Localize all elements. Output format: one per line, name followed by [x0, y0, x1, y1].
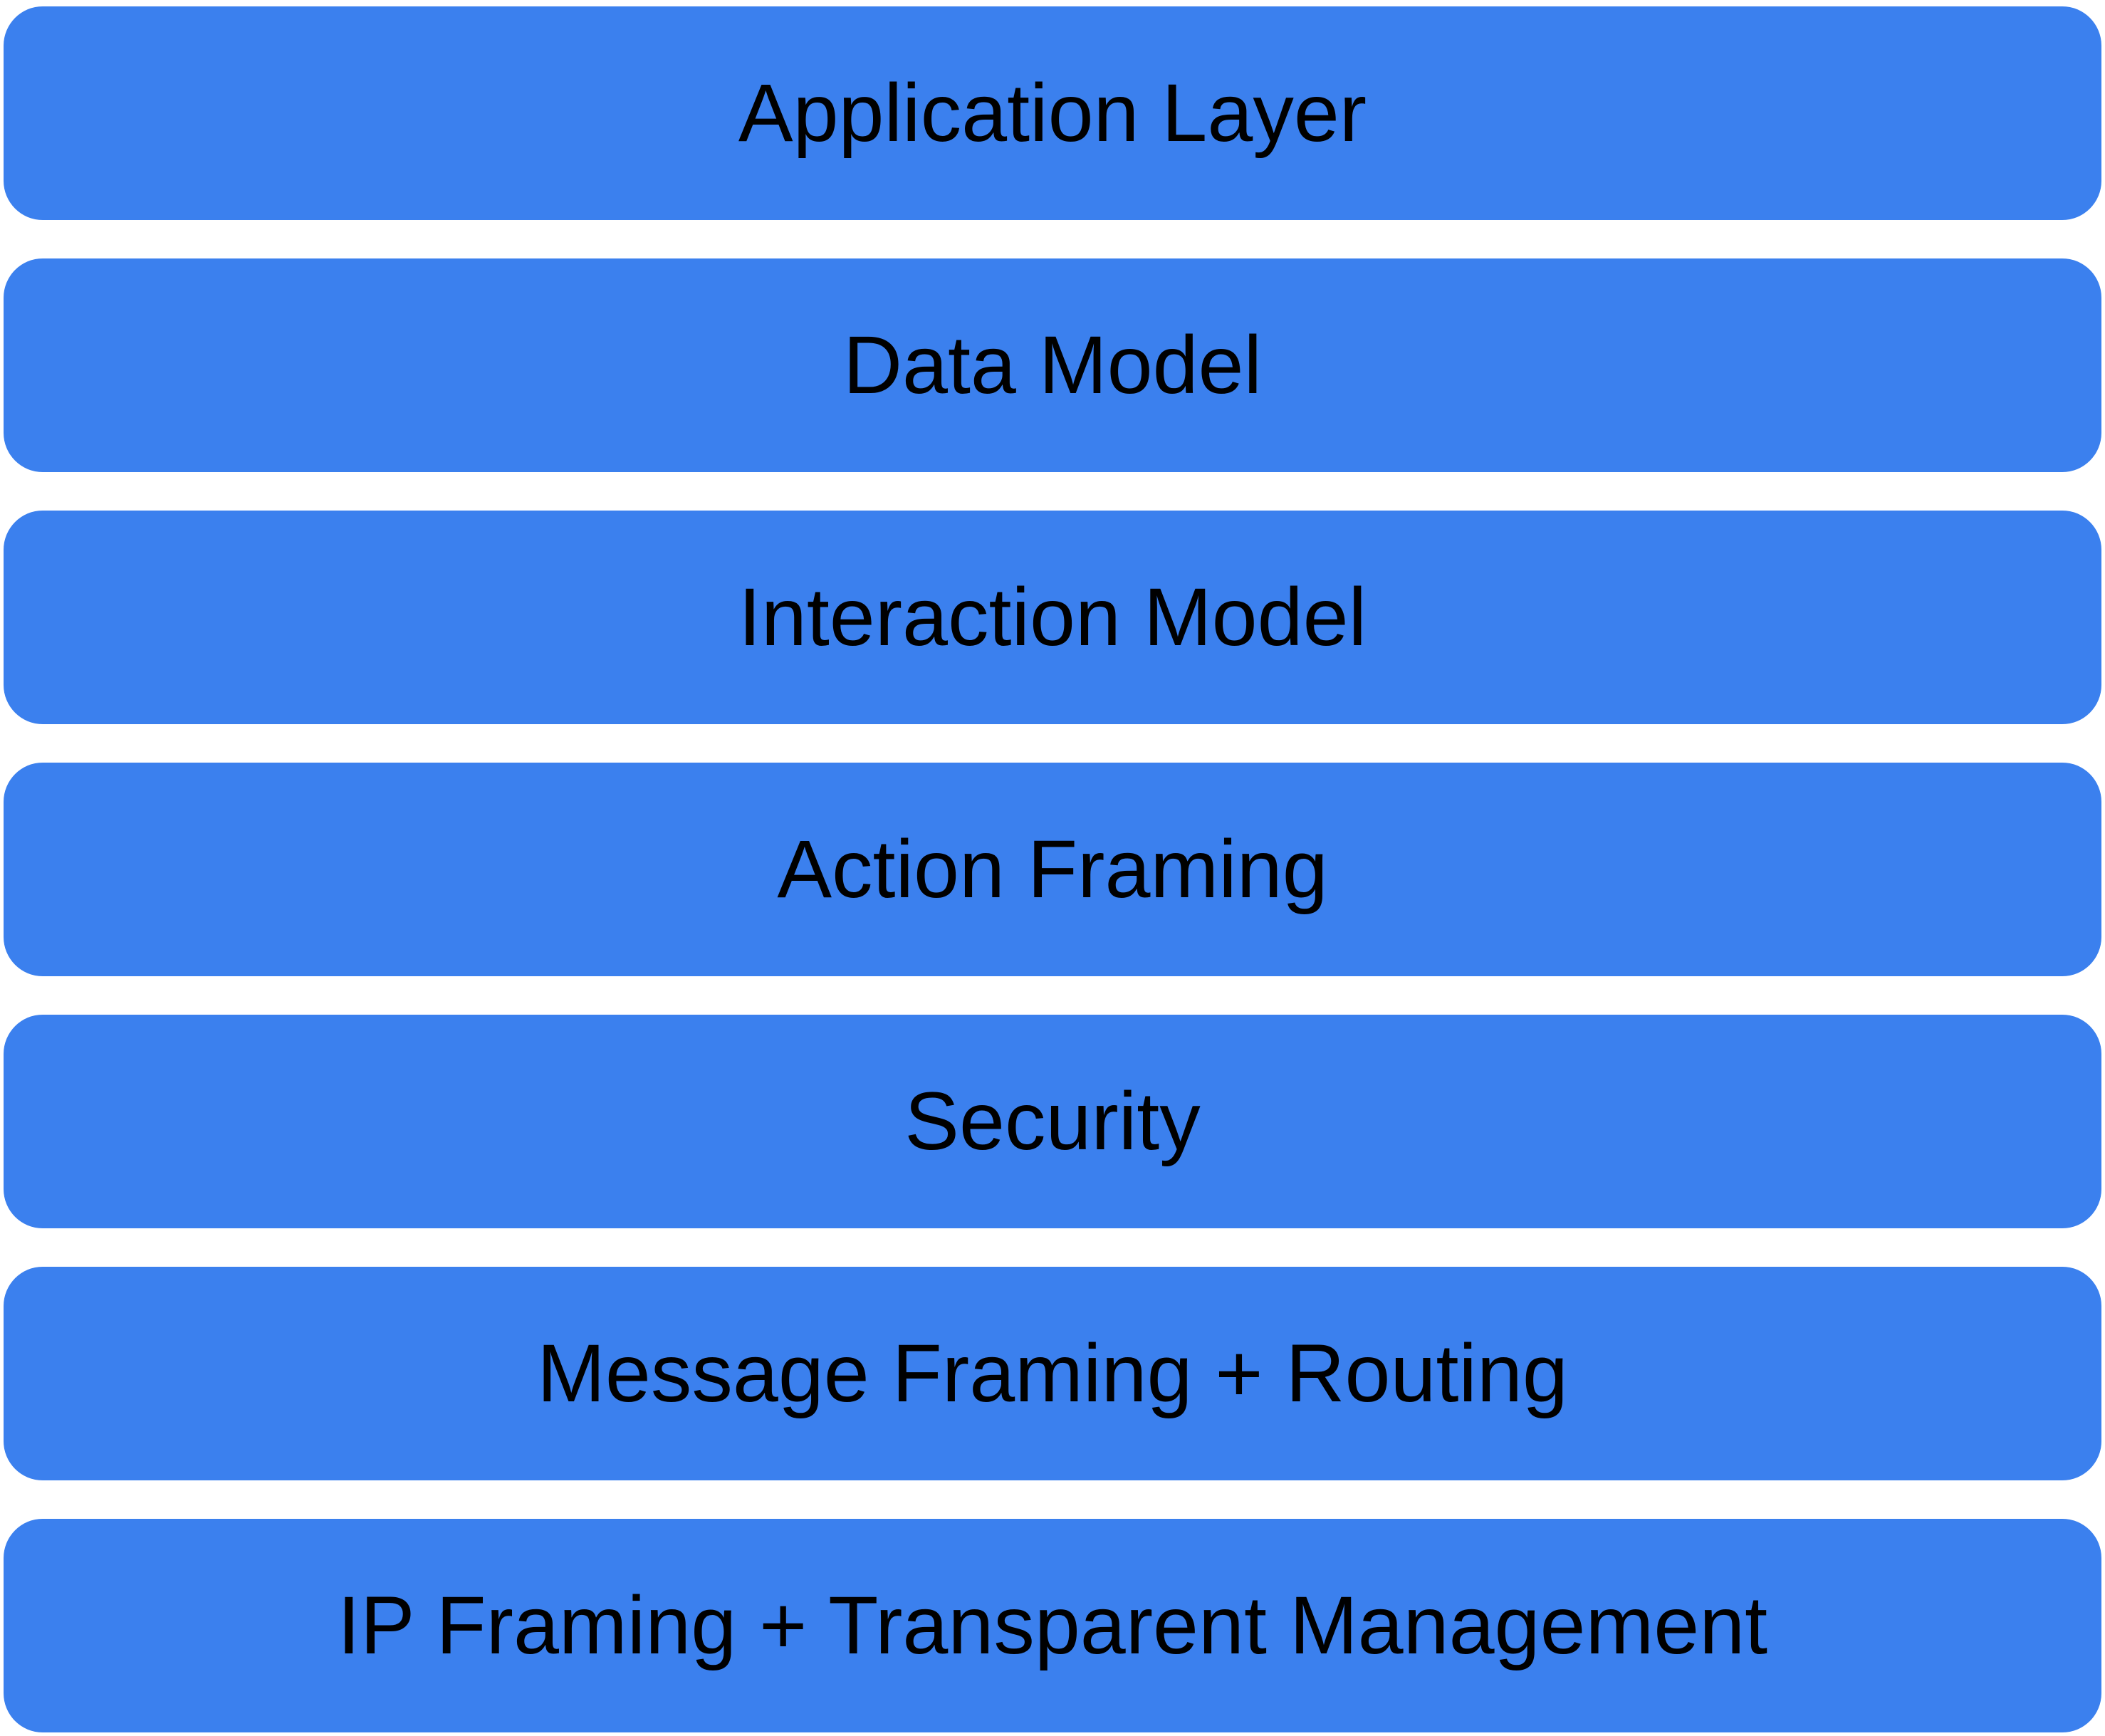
layer-label: Security	[904, 1075, 1201, 1167]
layer-label: Application Layer	[738, 67, 1367, 159]
layer-label: Action Framing	[777, 823, 1328, 915]
layer-label: IP Framing + Transparent Management	[337, 1579, 1768, 1671]
layer-block-application-layer: Application Layer	[4, 6, 2101, 220]
layer-block-security: Security	[4, 1015, 2101, 1228]
layer-block-interaction-model: Interaction Model	[4, 511, 2101, 724]
layer-label: Message Framing + Routing	[537, 1327, 1568, 1419]
layer-block-action-framing: Action Framing	[4, 763, 2101, 976]
layer-label: Data Model	[842, 319, 1263, 411]
layer-block-message-framing-routing: Message Framing + Routing	[4, 1267, 2101, 1480]
layer-block-data-model: Data Model	[4, 258, 2101, 472]
layer-label: Interaction Model	[738, 571, 1367, 663]
layer-block-ip-framing-transparent-management: IP Framing + Transparent Management	[4, 1519, 2101, 1732]
